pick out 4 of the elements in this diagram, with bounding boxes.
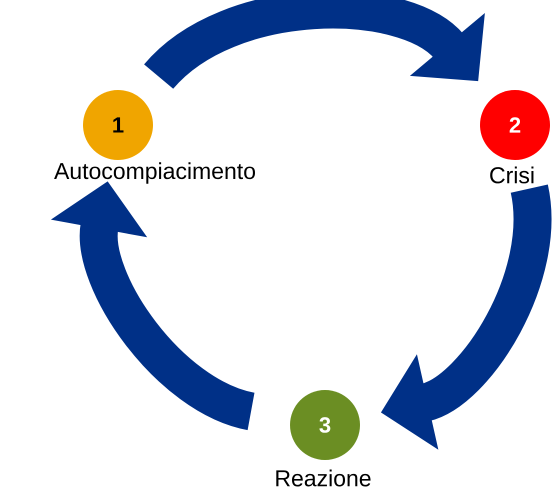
curved-arrow [145,0,485,90]
node-label: Reazione [276,470,371,486]
node-label: Crisi [490,166,534,184]
node-label: Autocompiacimento [54,162,255,184]
